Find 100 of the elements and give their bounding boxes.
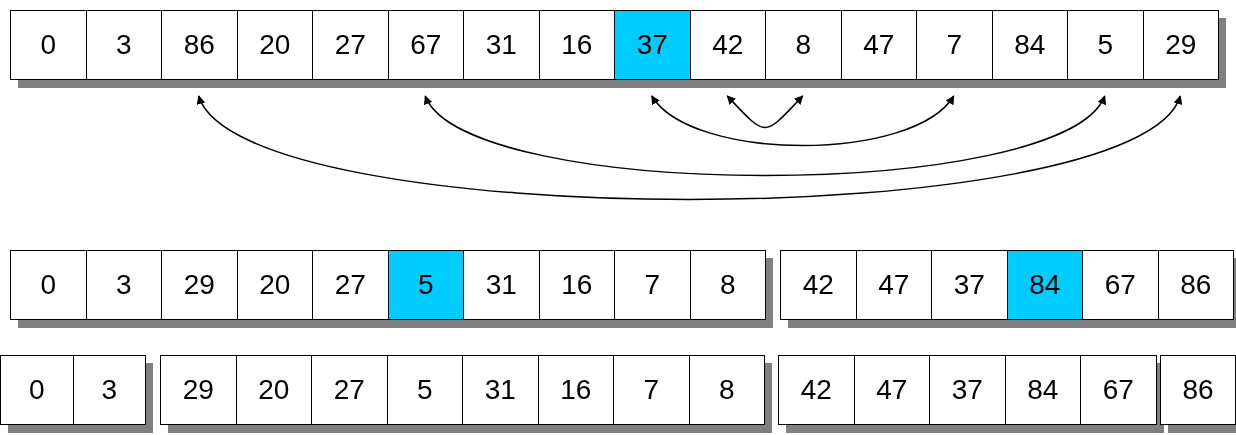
array-cell <box>311 355 388 425</box>
swap-arrow <box>726 95 804 129</box>
cell-value: 5 <box>416 374 433 406</box>
cell-value: 3 <box>115 269 132 301</box>
array-cell <box>72 355 146 425</box>
cell-value: 20 <box>259 269 291 301</box>
cell-value: 16 <box>561 269 593 301</box>
array-cell <box>10 10 87 80</box>
array-cell <box>312 250 389 320</box>
array-cell <box>613 355 690 425</box>
cell-value: 42 <box>800 374 832 406</box>
swap-arrow <box>424 95 1106 177</box>
array-cell <box>916 10 993 80</box>
cell-value: 86 <box>1182 374 1214 406</box>
cell-value: 67 <box>1102 374 1134 406</box>
array-cell <box>386 355 463 425</box>
array-cell <box>462 355 539 425</box>
array-cell <box>855 250 932 320</box>
array-cell <box>780 250 857 320</box>
pivot-cell <box>387 250 464 320</box>
array-cell <box>236 10 313 80</box>
array-cell <box>1004 355 1081 425</box>
array-cell <box>689 250 766 320</box>
cell-value: 67 <box>410 29 442 61</box>
array-cell <box>0 355 74 425</box>
cell-value: 20 <box>258 374 290 406</box>
cell-value: 16 <box>561 29 593 61</box>
cell-value: 27 <box>333 374 365 406</box>
cell-value: 86 <box>183 29 215 61</box>
array-cell <box>765 10 842 80</box>
cell-value: 31 <box>485 29 517 61</box>
cell-value: 5 <box>1097 29 1114 61</box>
pivot-cell <box>614 10 691 80</box>
array-cell <box>840 10 917 80</box>
cell-value: 47 <box>863 29 895 61</box>
array-cell <box>85 10 162 80</box>
array-cell <box>538 10 615 80</box>
array-cell <box>463 250 540 320</box>
cell-value: 37 <box>951 374 983 406</box>
array-cell <box>1160 355 1236 425</box>
cell-value: 29 <box>183 269 215 301</box>
cell-value: 0 <box>40 269 57 301</box>
swap-arrow <box>651 95 955 147</box>
cell-value: 86 <box>1180 269 1212 301</box>
array-cell <box>160 355 237 425</box>
array-cell <box>929 355 1006 425</box>
cell-value: 84 <box>1029 269 1061 301</box>
array-cell <box>236 250 313 320</box>
cell-value: 7 <box>946 29 963 61</box>
cell-value: 29 <box>1165 29 1197 61</box>
cell-value: 27 <box>334 29 366 61</box>
cell-value: 29 <box>182 374 214 406</box>
cell-value: 42 <box>712 29 744 61</box>
cell-value: 67 <box>1104 269 1136 301</box>
array-cell <box>538 250 615 320</box>
array-cell <box>614 250 691 320</box>
cell-value: 31 <box>484 374 516 406</box>
cell-value: 31 <box>485 269 517 301</box>
array-cell <box>537 355 614 425</box>
cell-value: 5 <box>417 269 434 301</box>
cell-value: 27 <box>334 269 366 301</box>
cell-value: 7 <box>644 269 661 301</box>
cell-value: 20 <box>259 29 291 61</box>
cell-value: 8 <box>795 29 812 61</box>
cell-value: 0 <box>40 29 57 61</box>
array-cell <box>10 250 87 320</box>
cell-value: 37 <box>953 269 985 301</box>
cell-value: 42 <box>802 269 834 301</box>
cell-value: 7 <box>643 374 660 406</box>
array-cell <box>991 10 1068 80</box>
cell-value: 84 <box>1014 29 1046 61</box>
array-cell <box>778 355 855 425</box>
array-cell <box>463 10 540 80</box>
cell-value: 84 <box>1027 374 1059 406</box>
array-cell <box>931 250 1008 320</box>
cell-value: 47 <box>878 269 910 301</box>
cell-value: 0 <box>28 374 45 406</box>
array-cell <box>689 10 766 80</box>
array-cell <box>853 355 930 425</box>
array-cell <box>235 355 312 425</box>
array-cell <box>1080 355 1157 425</box>
array-cell <box>387 10 464 80</box>
array-cell <box>161 250 238 320</box>
cell-value: 8 <box>718 374 735 406</box>
array-cell <box>1082 250 1159 320</box>
cell-value: 3 <box>115 29 132 61</box>
cell-value: 3 <box>101 374 118 406</box>
array-cell <box>1157 250 1234 320</box>
array-cell <box>312 10 389 80</box>
swap-arrow <box>198 95 1181 201</box>
array-cell <box>85 250 162 320</box>
array-cell <box>1067 10 1144 80</box>
array-cell <box>688 355 765 425</box>
cell-value: 8 <box>719 269 736 301</box>
cell-value: 37 <box>636 29 668 61</box>
cell-value: 16 <box>560 374 592 406</box>
array-cell <box>1142 10 1219 80</box>
cell-value: 47 <box>876 374 908 406</box>
pivot-cell <box>1006 250 1083 320</box>
array-cell <box>161 10 238 80</box>
